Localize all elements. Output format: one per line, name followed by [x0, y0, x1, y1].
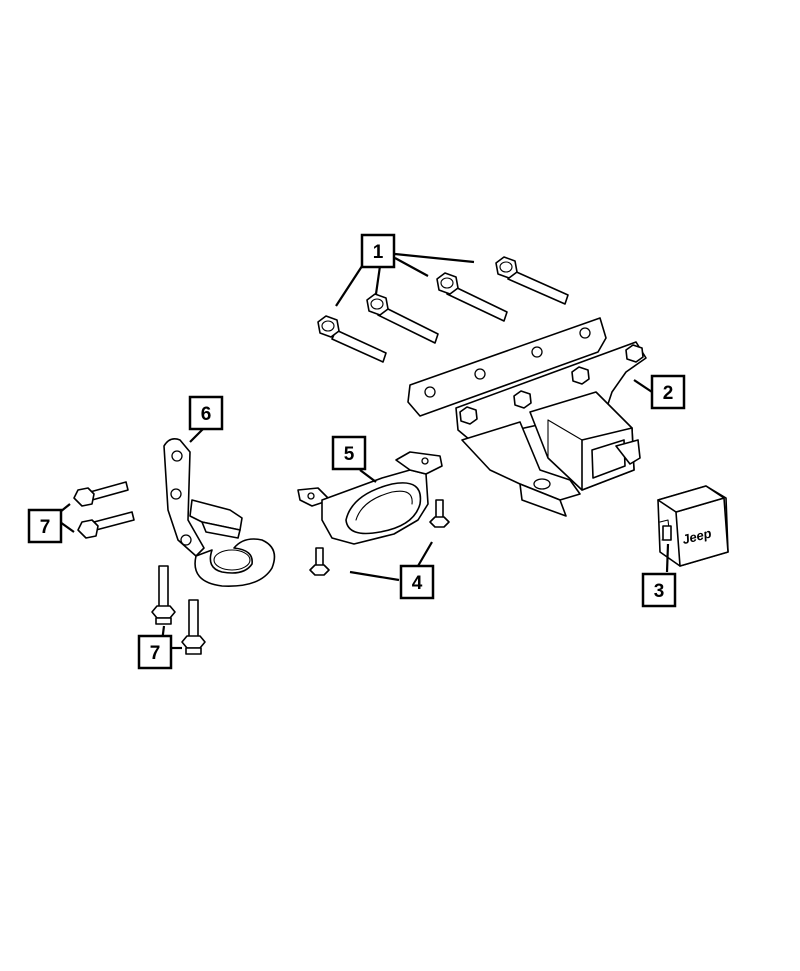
bolt-4b [429, 499, 450, 528]
bolt-7c [151, 565, 176, 625]
callout-4: 4 [399, 564, 435, 600]
bolt-7a [73, 481, 129, 507]
part-4-small-bolts [309, 499, 450, 576]
callout-6-label: 6 [201, 404, 212, 425]
callout-4-label: 4 [412, 573, 423, 594]
part-6-tow-hook [163, 438, 276, 587]
callout-5: 5 [331, 435, 367, 471]
bolt-1d [495, 256, 569, 305]
callout-6: 6 [188, 395, 224, 431]
part-2-hitch-receiver [407, 317, 647, 517]
bolt-7b [77, 511, 135, 539]
part-5-bracket [297, 451, 443, 545]
part-7-bolts-left [73, 481, 135, 539]
bolt-1c [436, 272, 508, 322]
callout-3: 3 [641, 572, 677, 608]
callout-1: 1 [360, 233, 396, 269]
bolt-1a [317, 315, 387, 363]
callout-3-label: 3 [654, 581, 665, 602]
bolt-1b [366, 293, 439, 344]
callout-7a: 7 [27, 508, 63, 544]
callout-5-label: 5 [344, 444, 355, 465]
callout-7a-label: 7 [40, 517, 51, 538]
part-3-hitch-cover: Jeep [657, 485, 729, 567]
callout-7b: 7 [137, 634, 173, 670]
bolt-7d [181, 599, 206, 655]
callout-1-label: 1 [373, 242, 384, 263]
callout-2: 2 [650, 374, 686, 410]
callout-7b-label: 7 [150, 643, 161, 664]
bolt-4a [309, 547, 330, 576]
part-1-bolts [317, 256, 569, 363]
callout-2-label: 2 [663, 383, 674, 404]
part-7-bolts-lower [151, 565, 206, 655]
jeep-logo: Jeep [681, 525, 713, 547]
